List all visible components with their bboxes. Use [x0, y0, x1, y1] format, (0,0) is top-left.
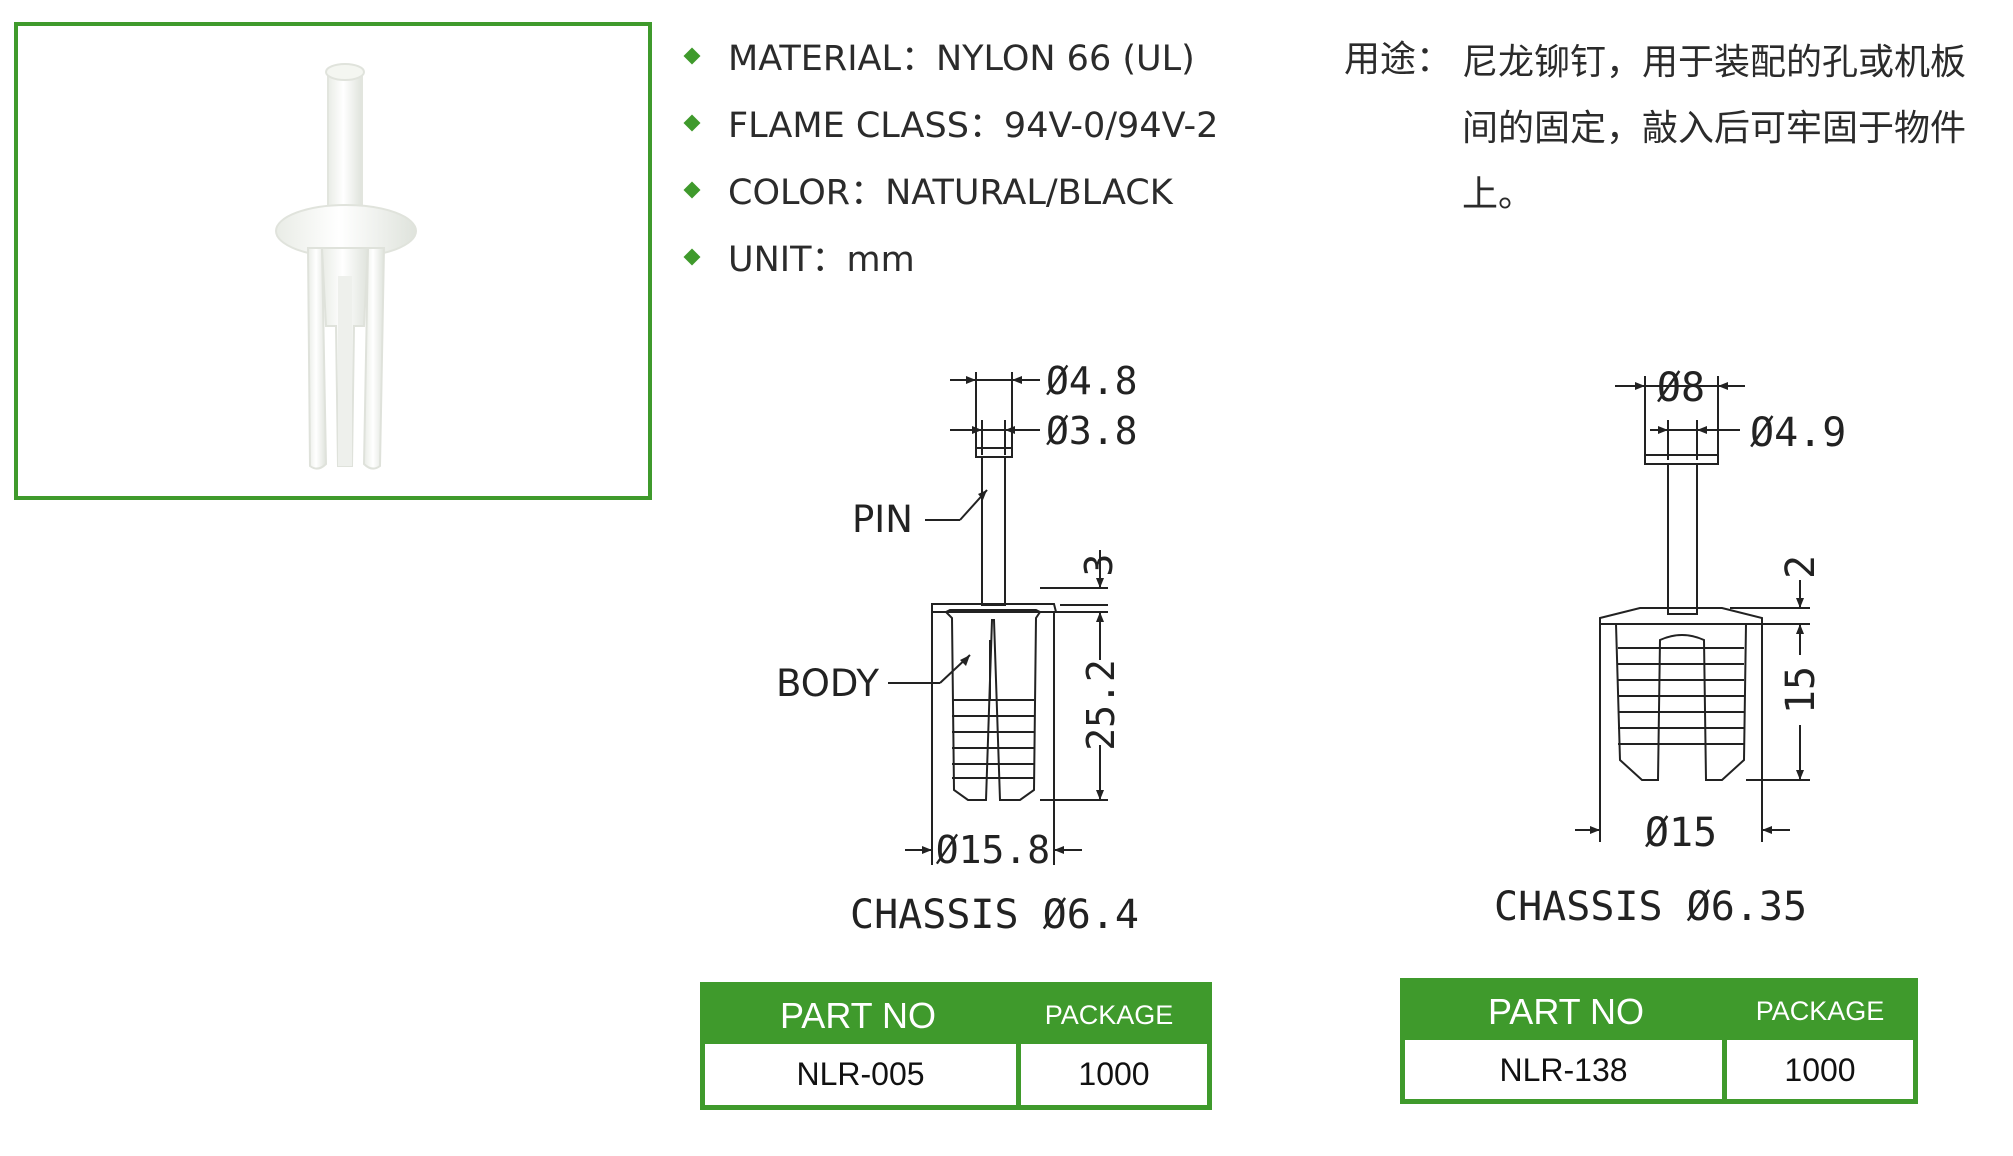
chassis-label-2: CHASSIS Ø6.35 — [1494, 884, 1808, 930]
dim-body-length-2: 15 — [1778, 666, 1824, 714]
dim-top-height-2: 2 — [1778, 555, 1824, 579]
part-table-2: PART NO PACKAGE NLR-138 1000 — [1400, 978, 1918, 1104]
table-cell-package: 1000 — [1784, 1052, 1856, 1088]
spec-flame-class: FLAME CLASS：94V-0/94V-2 — [683, 97, 1246, 157]
dim-base-diameter: Ø15.8 — [936, 828, 1050, 872]
dim-inner-diameter: Ø3.8 — [1046, 409, 1138, 453]
dim-top-height: 3 — [1077, 554, 1121, 577]
table-header — [705, 987, 1207, 1044]
table-header-part-no: PART NO — [1487, 991, 1645, 1032]
dim-outer-diameter: Ø4.8 — [1046, 359, 1138, 403]
product-photo-frame — [14, 22, 652, 500]
spec-color: COLOR：NATURAL/BLACK — [683, 164, 1246, 224]
dim-outer-diameter-2: Ø8 — [1657, 365, 1705, 411]
label-pin: PIN — [852, 498, 913, 541]
usage-text: 尼龙铆钉，用于装配的孔或机板间的固定，敲入后可牢固于物件上。 — [1462, 42, 1967, 215]
table-header — [1405, 983, 1913, 1040]
table-cell-part-no: NLR-138 — [1499, 1052, 1628, 1088]
table-cell-package: 1000 — [1078, 1056, 1150, 1092]
table-cell-part-no: NLR-005 — [796, 1056, 925, 1092]
usage-label: 用途： — [1344, 39, 1453, 80]
label-body: BODY — [776, 662, 879, 705]
spec-material: MATERIAL：NYLON 66 (UL) — [683, 30, 1246, 90]
dim-inner-diameter-2: Ø4.9 — [1750, 410, 1846, 456]
spec-unit: UNIT：mm — [683, 231, 1246, 291]
dim-body-length: 25.2 — [1079, 659, 1123, 751]
table-header-part-no: PART NO — [779, 995, 937, 1036]
dim-base-diameter-2: Ø15 — [1645, 810, 1717, 856]
part-table-1: PART NO PACKAGE NLR-005 1000 — [700, 982, 1212, 1110]
nylon-rivet-photo — [275, 63, 417, 470]
chassis-label-1: CHASSIS Ø6.4 — [850, 892, 1139, 938]
table-header-package: PACKAGE — [1755, 996, 1885, 1026]
table-header-package: PACKAGE — [1044, 1000, 1174, 1030]
